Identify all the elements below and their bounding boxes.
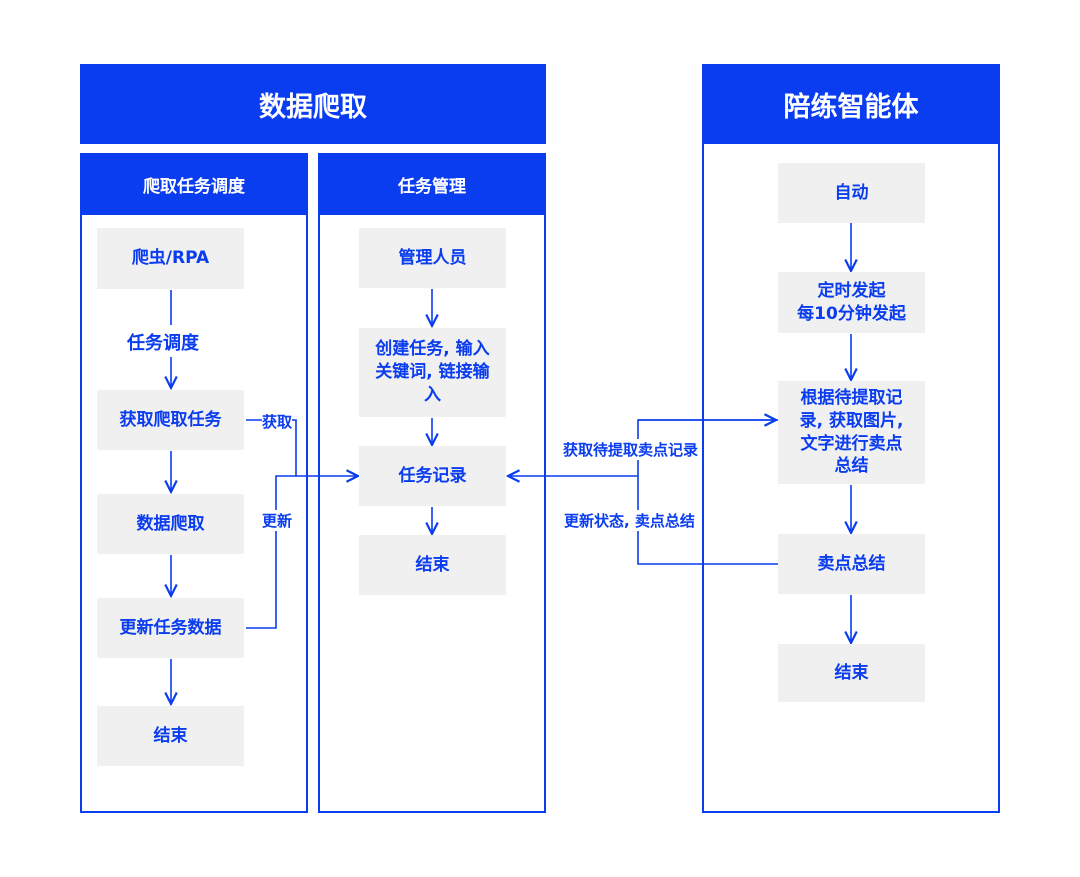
- step-get-crawl-task: 获取爬取任务: [97, 390, 244, 450]
- step-crawler-rpa: 爬虫/RPA: [97, 228, 244, 289]
- edge-label-dispatch: 任务调度: [127, 329, 199, 355]
- step-task-record: 任务记录: [359, 446, 506, 506]
- edge-label-get-pending: 获取待提取卖点记录: [563, 439, 699, 460]
- step-timer: 定时发起 每10分钟发起: [778, 272, 925, 333]
- step-task-end: 结束: [359, 535, 506, 595]
- lane-header-task-management: 任务管理: [318, 153, 546, 215]
- lane-header-crawl-schedule: 爬取任务调度: [80, 153, 308, 215]
- section-header-training-agent: 陪练智能体: [702, 64, 1000, 144]
- step-timer-line1: 定时发起: [817, 280, 886, 301]
- edge-label-update-status: 更新状态, 卖点总结: [564, 510, 695, 531]
- step-crawl-end: 结束: [97, 706, 244, 766]
- step-update-task-data: 更新任务数据: [97, 598, 244, 658]
- step-agent-end: 结束: [778, 644, 925, 702]
- step-selling-point-summary: 卖点总结: [778, 534, 925, 594]
- step-auto: 自动: [778, 163, 925, 223]
- step-admin: 管理人员: [359, 228, 506, 288]
- edge-label-fetch: 获取: [262, 411, 293, 432]
- section-header-data-crawl: 数据爬取: [80, 64, 546, 144]
- step-create-task: 创建任务, 输入关键词, 链接输入: [359, 328, 506, 417]
- step-extract-summary: 根据待提取记录, 获取图片, 文字进行卖点总结: [778, 381, 925, 484]
- step-data-crawl: 数据爬取: [97, 494, 244, 554]
- edge-label-update: 更新: [262, 510, 293, 531]
- step-timer-line2: 每10分钟发起: [797, 303, 906, 324]
